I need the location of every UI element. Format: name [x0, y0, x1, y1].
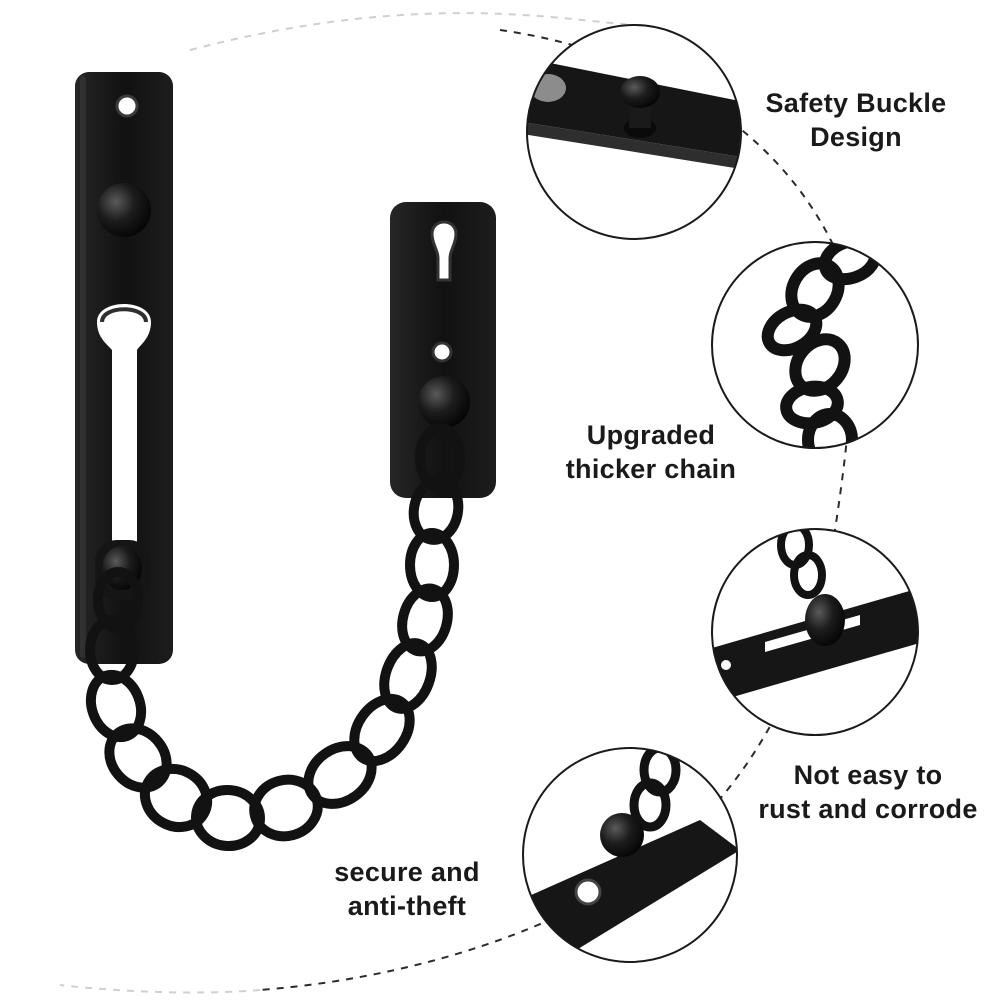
detail-circle-chain	[711, 241, 919, 449]
keeper-plate	[390, 202, 496, 498]
feature-label-safety-buckle: Safety Buckle Design	[765, 88, 947, 152]
detail-circle-safety-buckle	[526, 24, 742, 240]
feature-label-thicker-chain: Upgraded thicker chain	[565, 420, 737, 484]
chain	[85, 423, 465, 852]
dashed-connector-arc	[189, 12, 635, 51]
feature-label-rust-resistant: Not easy to rust and corrode	[758, 760, 978, 824]
detail-circle-anchor	[522, 747, 738, 963]
dashed-connector-arc-fade	[59, 984, 261, 994]
detail-circle-slider	[711, 528, 919, 736]
slotted-plate	[75, 72, 173, 664]
feature-label-secure: secure and anti-theft	[334, 857, 480, 921]
